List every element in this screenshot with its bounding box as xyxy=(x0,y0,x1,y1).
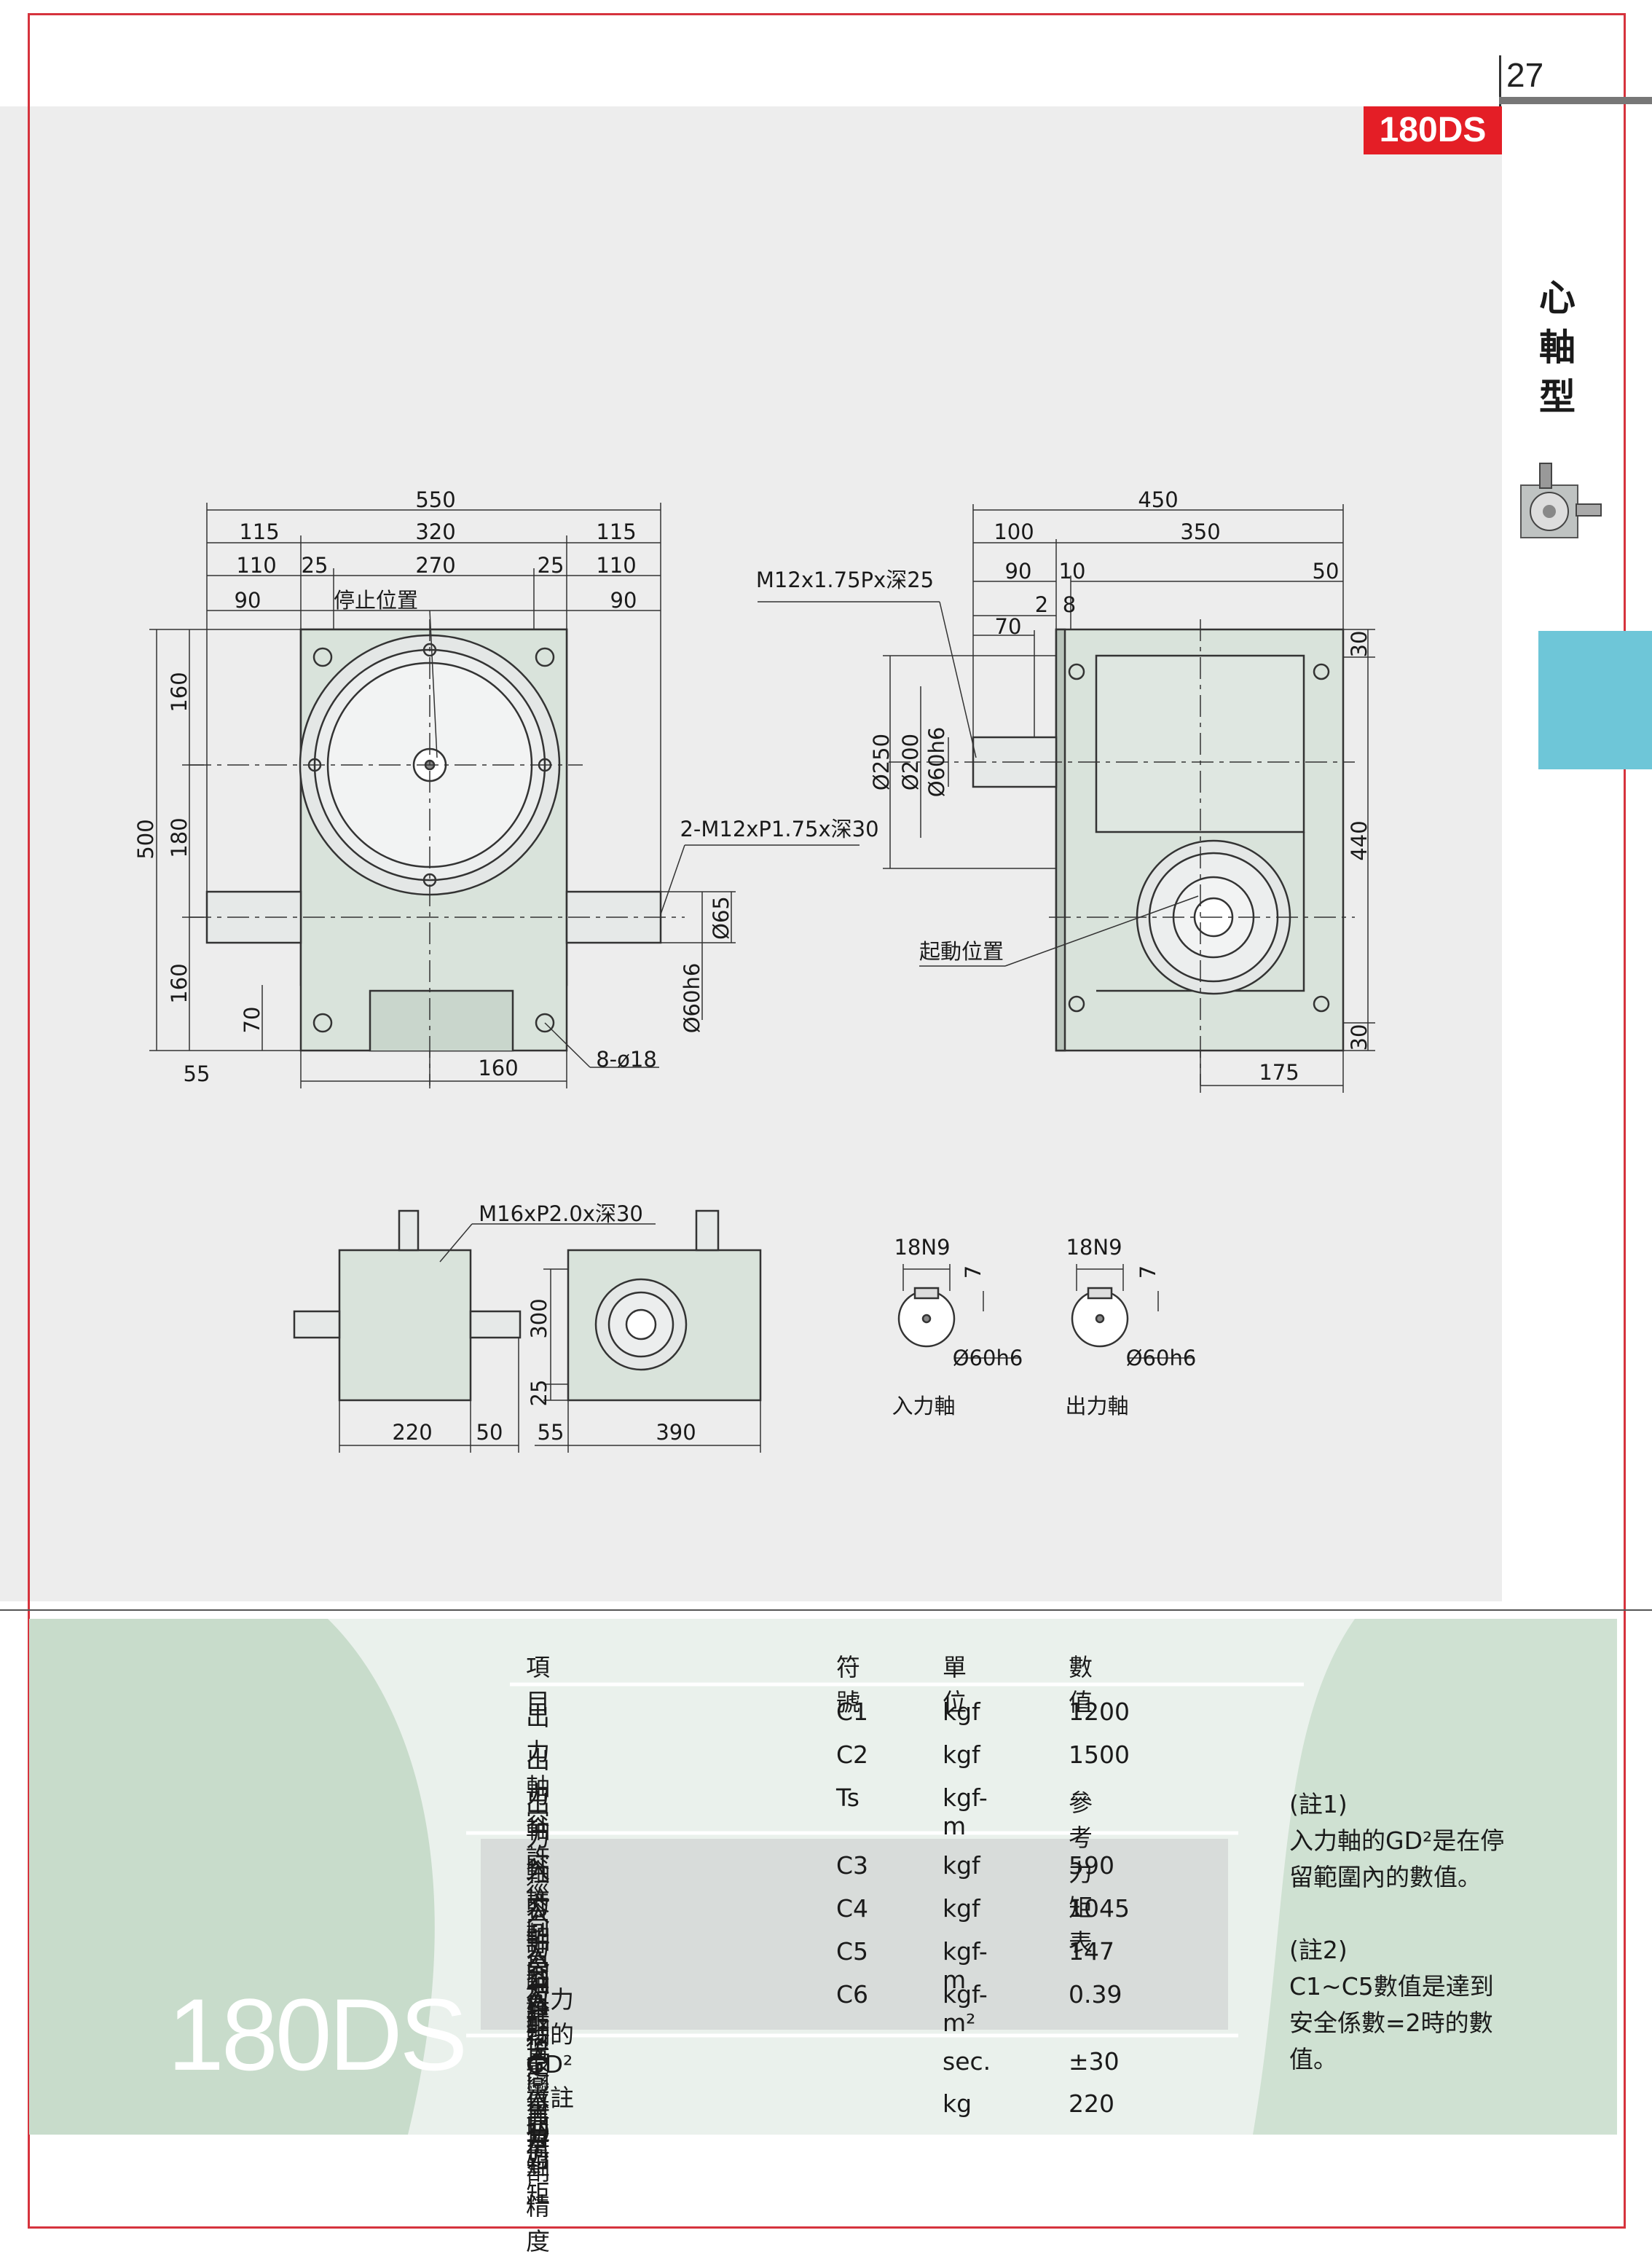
category-char: 軸 xyxy=(1539,326,1576,369)
dim-70-side: 70 xyxy=(995,614,1022,639)
dim-110-left: 110 xyxy=(236,553,276,578)
note2-line2: 安全係數=2時的數 xyxy=(1289,2009,1493,2037)
dim-90-right: 90 xyxy=(610,588,637,613)
dim-550: 550 xyxy=(415,487,455,512)
dim-dia-250: Ø250 xyxy=(869,734,894,790)
header-item: 項目 xyxy=(526,1653,550,1716)
model-name-large: 180DS xyxy=(168,1977,468,2092)
small-view-left-body xyxy=(338,1249,472,1402)
dim-270: 270 xyxy=(415,553,455,578)
input-key-width: 18N9 xyxy=(894,1235,950,1260)
side-color-tab xyxy=(1538,631,1652,769)
dim-90-left: 90 xyxy=(235,588,261,613)
dim-dia-60h6: Ø60h6 xyxy=(924,727,949,798)
frame-bottom xyxy=(28,2226,1626,2229)
start-position-label: 起動位置 xyxy=(919,939,1004,964)
dim-90-side: 90 xyxy=(1005,559,1032,584)
dim-30-top: 30 xyxy=(1347,631,1372,658)
page-number-rule xyxy=(1499,55,1501,106)
dim-100: 100 xyxy=(994,519,1034,544)
front-view-base-cutout xyxy=(369,989,514,1051)
indexer-thumbnail-image xyxy=(1520,463,1602,538)
dim-10: 10 xyxy=(1059,559,1086,584)
mount-hole-label: 8-ø18 xyxy=(596,1047,657,1072)
dim-440: 440 xyxy=(1347,820,1372,860)
dim-2: 2 xyxy=(1035,592,1048,617)
frame-left xyxy=(28,13,30,2229)
dim-160-bottom: 160 xyxy=(478,1056,518,1080)
output-key-depth: 7 xyxy=(1136,1265,1160,1279)
header-unit: 單位 xyxy=(943,1653,967,1716)
dim-115-right: 115 xyxy=(596,519,636,544)
dim-160-bottom-left: 160 xyxy=(167,963,192,1003)
dim-500: 500 xyxy=(133,819,158,859)
dim-shaft-65: Ø65 xyxy=(709,896,733,940)
dim-160-top-left: 160 xyxy=(167,672,192,712)
spec-section-background xyxy=(0,1609,1652,2135)
dim-175: 175 xyxy=(1259,1060,1299,1085)
note1-line2: 留範圍內的數值。 xyxy=(1289,1863,1482,1891)
dim-450: 450 xyxy=(1138,487,1178,512)
dim-55-small: 55 xyxy=(538,1420,565,1445)
dim-320: 320 xyxy=(415,519,455,544)
note2-line3: 值。 xyxy=(1289,2045,1337,2073)
note1-title: (註1) xyxy=(1289,1790,1348,1818)
page-top-rule xyxy=(1499,97,1652,104)
frame-top xyxy=(28,13,1626,15)
dim-110-right: 110 xyxy=(596,553,636,578)
dim-220: 220 xyxy=(392,1420,432,1445)
side-tap-label: M12x1.75Px深25 xyxy=(756,568,934,592)
dim-25-right: 25 xyxy=(538,553,565,578)
category-char: 心 xyxy=(1539,277,1576,319)
output-shaft-caption: 出力軸 xyxy=(1065,1394,1128,1418)
header-value: 數值 xyxy=(1069,1653,1093,1716)
input-shaft-section xyxy=(897,1264,1020,1359)
technical-drawing: 550 115 320 115 110 25 270 25 110 90 90 … xyxy=(133,487,1375,1453)
output-shaft-dia: Ø60h6 xyxy=(1126,1346,1197,1370)
dim-390: 390 xyxy=(656,1420,696,1445)
note2-line1: C1~C5數值是達到 xyxy=(1289,1972,1494,2001)
dim-30-bottom: 30 xyxy=(1347,1024,1372,1051)
dim-25-left: 25 xyxy=(302,553,329,578)
dim-300: 300 xyxy=(527,1298,551,1338)
dim-350: 350 xyxy=(1180,519,1220,544)
dim-shaft-60h6: Ø60h6 xyxy=(680,963,704,1034)
dim-dia-200: Ø200 xyxy=(898,734,923,790)
input-shaft-caption: 入力軸 xyxy=(892,1394,955,1418)
model-tab: 180DS xyxy=(1364,106,1502,154)
output-key-width: 18N9 xyxy=(1066,1235,1122,1260)
output-shaft-section xyxy=(1071,1264,1195,1359)
note2-title: (註2) xyxy=(1289,1936,1348,1964)
stop-position-label: 停止位置 xyxy=(334,588,418,613)
dim-180: 180 xyxy=(167,817,192,857)
dim-50-small: 50 xyxy=(476,1420,503,1445)
page-number: 27 xyxy=(1506,56,1544,94)
dim-115-left: 115 xyxy=(239,519,279,544)
input-key-depth: 7 xyxy=(961,1265,986,1279)
dim-70: 70 xyxy=(240,1007,264,1034)
dim-8: 8 xyxy=(1063,592,1076,617)
front-tap-label: 2-M12xP1.75x深30 xyxy=(680,817,878,841)
dim-55: 55 xyxy=(184,1061,211,1086)
input-shaft-dia: Ø60h6 xyxy=(953,1346,1023,1370)
dim-50: 50 xyxy=(1313,559,1340,584)
side-category: 心 軸 型 xyxy=(1528,273,1586,422)
note1-line1: 入力軸的GD²是在停 xyxy=(1289,1826,1505,1855)
frame-right xyxy=(1624,13,1626,2229)
dim-25-small: 25 xyxy=(527,1380,551,1407)
header-symbol: 符號 xyxy=(836,1653,860,1716)
category-char: 型 xyxy=(1539,376,1576,418)
small-tap-label: M16xP2.0x深30 xyxy=(479,1201,643,1226)
